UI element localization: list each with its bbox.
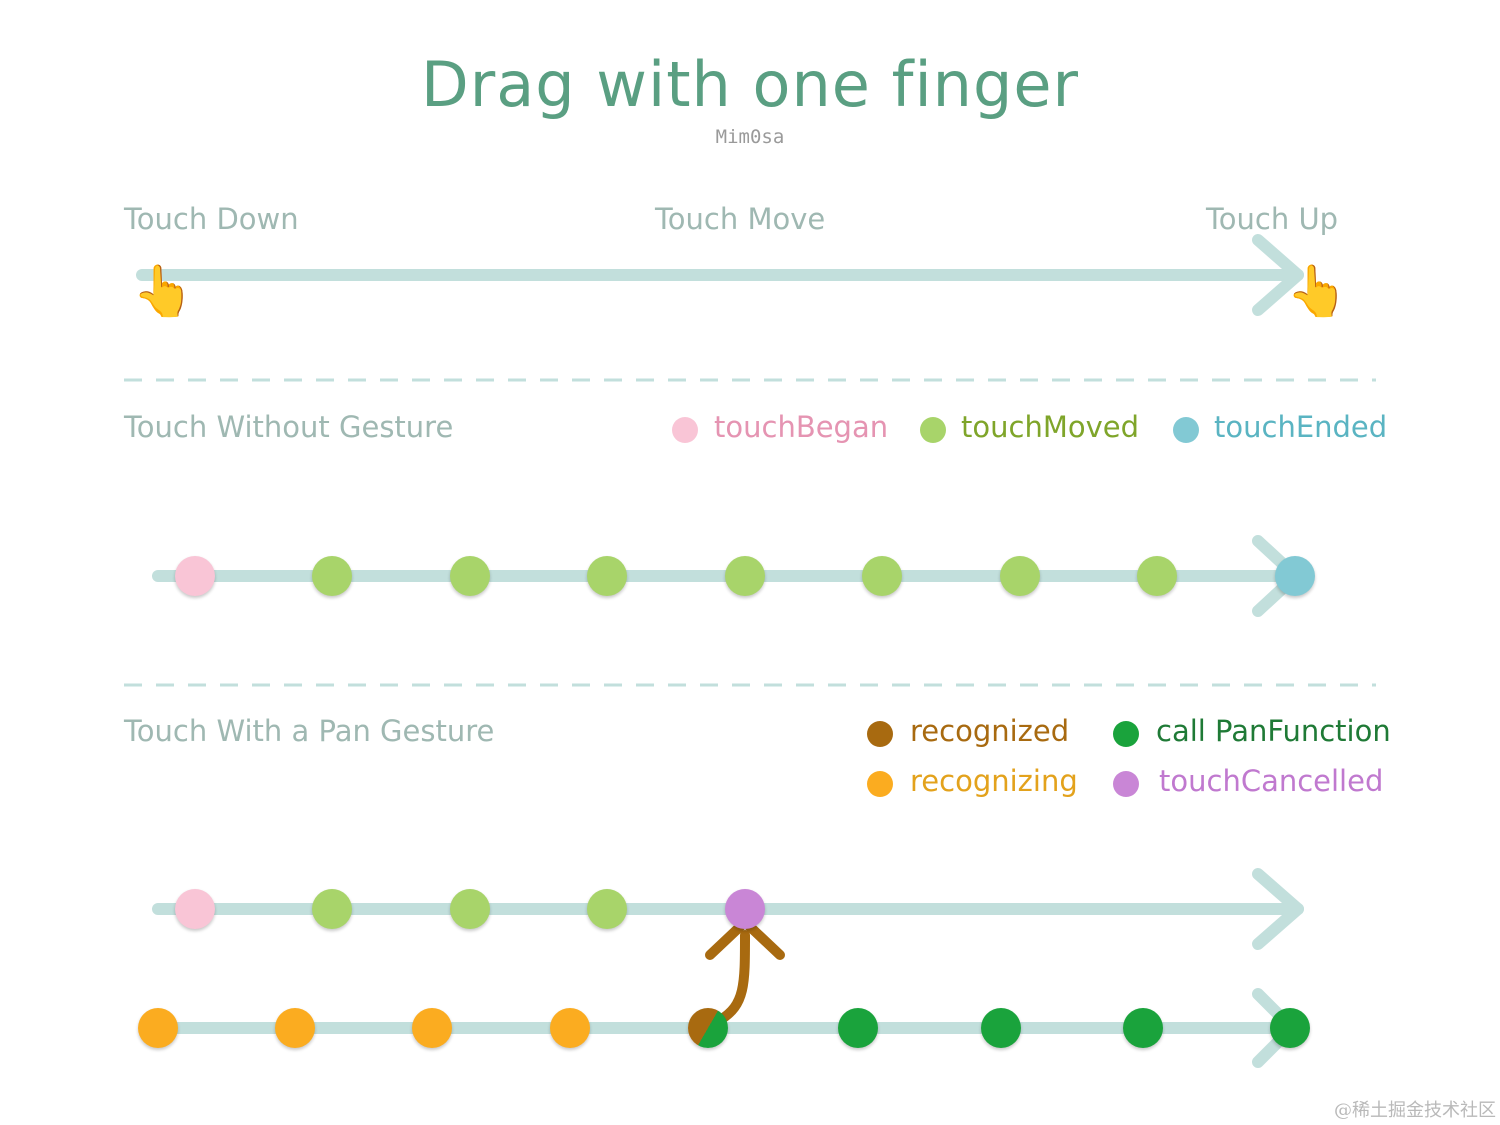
- drag-arrow-head: [1252, 234, 1304, 316]
- legend-recognized-label: recognized: [910, 714, 1070, 748]
- legend-touch-moved-dot: [920, 417, 946, 443]
- gesture-dot-call-pan: [1123, 1008, 1163, 1048]
- gesture-dot-recognizing: [275, 1008, 315, 1048]
- gesture-dot-call-pan: [981, 1008, 1021, 1048]
- touch-without-gesture-title: Touch Without Gesture: [124, 410, 454, 444]
- touch-move-label: Touch Move: [655, 202, 826, 236]
- gesture-dot-recognizing: [412, 1008, 452, 1048]
- gesture-dot-recognizing: [550, 1008, 590, 1048]
- diagram-title: Drag with one finger: [421, 48, 1079, 121]
- event-dot-touch-moved: [312, 556, 352, 596]
- legend-recognized-dot: [867, 721, 893, 747]
- event-dot-touch-moved: [725, 556, 765, 596]
- pan-touch-timeline-arrowhead: [1252, 868, 1304, 950]
- gesture-dot-recognizing: [138, 1008, 178, 1048]
- legend-touch-ended-dot: [1173, 417, 1199, 443]
- pan-event-dot-touch-moved: [587, 889, 627, 929]
- event-dot-touch-began: [175, 556, 215, 596]
- author-label: Mim0sa: [715, 126, 785, 148]
- touch-down-label: Touch Down: [124, 202, 299, 236]
- event-dot-touch-moved: [1000, 556, 1040, 596]
- event-dot-touch-ended: [1275, 556, 1315, 596]
- touch-down-hand-icon: 👆: [132, 262, 195, 320]
- pan-event-dot-touch-cancelled: [725, 889, 765, 929]
- event-dot-touch-moved: [862, 556, 902, 596]
- legend-call-pan-dot: [1113, 721, 1139, 747]
- event-dot-touch-moved: [1137, 556, 1177, 596]
- touch-up-hand-icon: 👆: [1286, 262, 1349, 320]
- legend-touch-cancelled-dot: [1113, 771, 1139, 797]
- legend-call-pan-label: call PanFunction: [1156, 714, 1391, 748]
- legend-recognizing-label: recognizing: [910, 764, 1078, 798]
- event-dot-touch-moved: [587, 556, 627, 596]
- pan-event-dot-touch-began: [175, 889, 215, 929]
- legend-touch-began-dot: [672, 417, 698, 443]
- gesture-dot-call-pan: [838, 1008, 878, 1048]
- legend-touch-began-label: touchBegan: [714, 410, 889, 444]
- watermark-text: @稀土掘金技术社区: [1334, 1100, 1496, 1121]
- legend-touch-cancelled-label: touchCancelled: [1159, 764, 1384, 798]
- legend-touch-moved-label: touchMoved: [961, 410, 1139, 444]
- touch-with-pan-gesture-title: Touch With a Pan Gesture: [124, 714, 495, 748]
- legend-touch-ended-label: touchEnded: [1214, 410, 1388, 444]
- gesture-dot-recognized: [688, 1008, 728, 1048]
- pan-event-dot-touch-moved: [312, 889, 352, 929]
- pan-event-dot-touch-moved: [450, 889, 490, 929]
- legend-recognizing-dot: [867, 771, 893, 797]
- gesture-dot-call-pan: [1270, 1008, 1310, 1048]
- cancel-arrow-shaft: [715, 930, 750, 1025]
- touch-up-label: Touch Up: [1206, 202, 1339, 236]
- event-dot-touch-moved: [450, 556, 490, 596]
